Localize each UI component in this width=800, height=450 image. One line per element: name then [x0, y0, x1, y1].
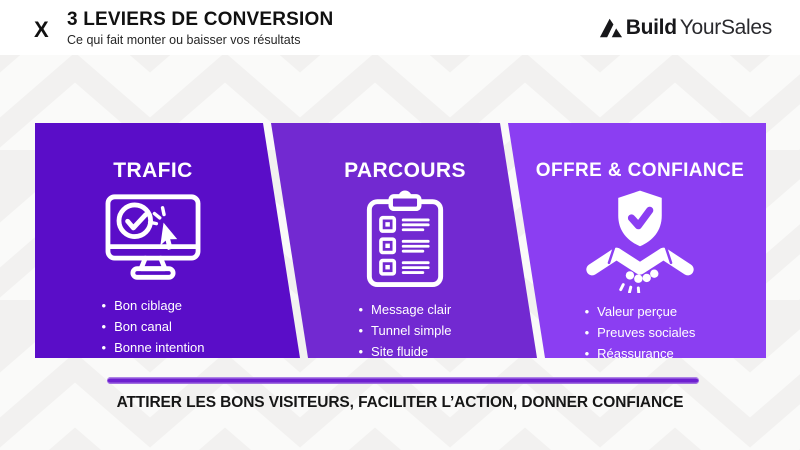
accent-divider-bar [107, 377, 699, 384]
logo-text-bold: Build [625, 15, 677, 39]
clipboard-checklist-icon [364, 190, 446, 290]
list-item: Site fluide [358, 341, 451, 358]
list-item: Bonne intention [102, 337, 204, 358]
panel-offre-confiance-bullets: Valeur perçue Preuves sociales Réassuran… [585, 301, 696, 358]
handshake-icon [586, 246, 694, 293]
panel-offre-confiance-title: OFFRE & CONFIANCE [535, 160, 745, 181]
buildyoursales-logo: Build YourSales [599, 0, 772, 55]
footer-caption: ATTIRER LES BONS VISITEURS, FACILITER L’… [116, 394, 684, 411]
list-item: Message clair [358, 299, 451, 320]
logo-text-light: YourSales [679, 15, 773, 39]
list-item: Réassurance [585, 343, 696, 358]
panel-trafic: TRAFIC Bon ciblage Bon cana [35, 123, 300, 358]
list-item: Bon ciblage [102, 295, 205, 316]
header-bar: X 3 LEVIERS DE CONVERSION Ce qui fait mo… [0, 0, 800, 55]
page-subtitle: Ce qui fait monter ou baisser vos résult… [67, 33, 301, 47]
panel-parcours-bullets: Message clair Tunnel simple Site fluide [358, 299, 451, 358]
list-item: Valeur perçue [585, 301, 696, 322]
list-item: Tunnel simple [358, 320, 451, 341]
list-item: Bon canal [102, 316, 205, 337]
list-item: Preuves sociales [585, 322, 695, 343]
shield-check-icon [618, 190, 662, 247]
panels-band: TRAFIC Bon ciblage Bon cana [35, 123, 766, 358]
title-block: 3 LEVIERS DE CONVERSION Ce qui fait mont… [67, 8, 333, 48]
panel-trafic-content: TRAFIC Bon ciblage Bon cana [45, 123, 261, 358]
panel-parcours-content: PARCOURS [281, 123, 529, 358]
page-title: 3 LEVIERS DE CONVERSION [67, 9, 334, 30]
panel-trafic-bullets: Bon ciblage Bon canal Bonne intention [102, 295, 205, 358]
logo-mark-icon [599, 16, 623, 39]
panel-parcours: PARCOURS [271, 123, 537, 358]
x-mark: X [34, 17, 49, 42]
shield-handshake-icon [585, 190, 695, 293]
monitor-click-icon [103, 190, 203, 286]
panel-trafic-title: TRAFIC [113, 159, 193, 182]
panel-offre-confiance: OFFRE & CONFIANCE [508, 123, 766, 358]
panel-parcours-title: PARCOURS [344, 159, 466, 182]
panel-offre-confiance-content: OFFRE & CONFIANCE [515, 123, 765, 358]
